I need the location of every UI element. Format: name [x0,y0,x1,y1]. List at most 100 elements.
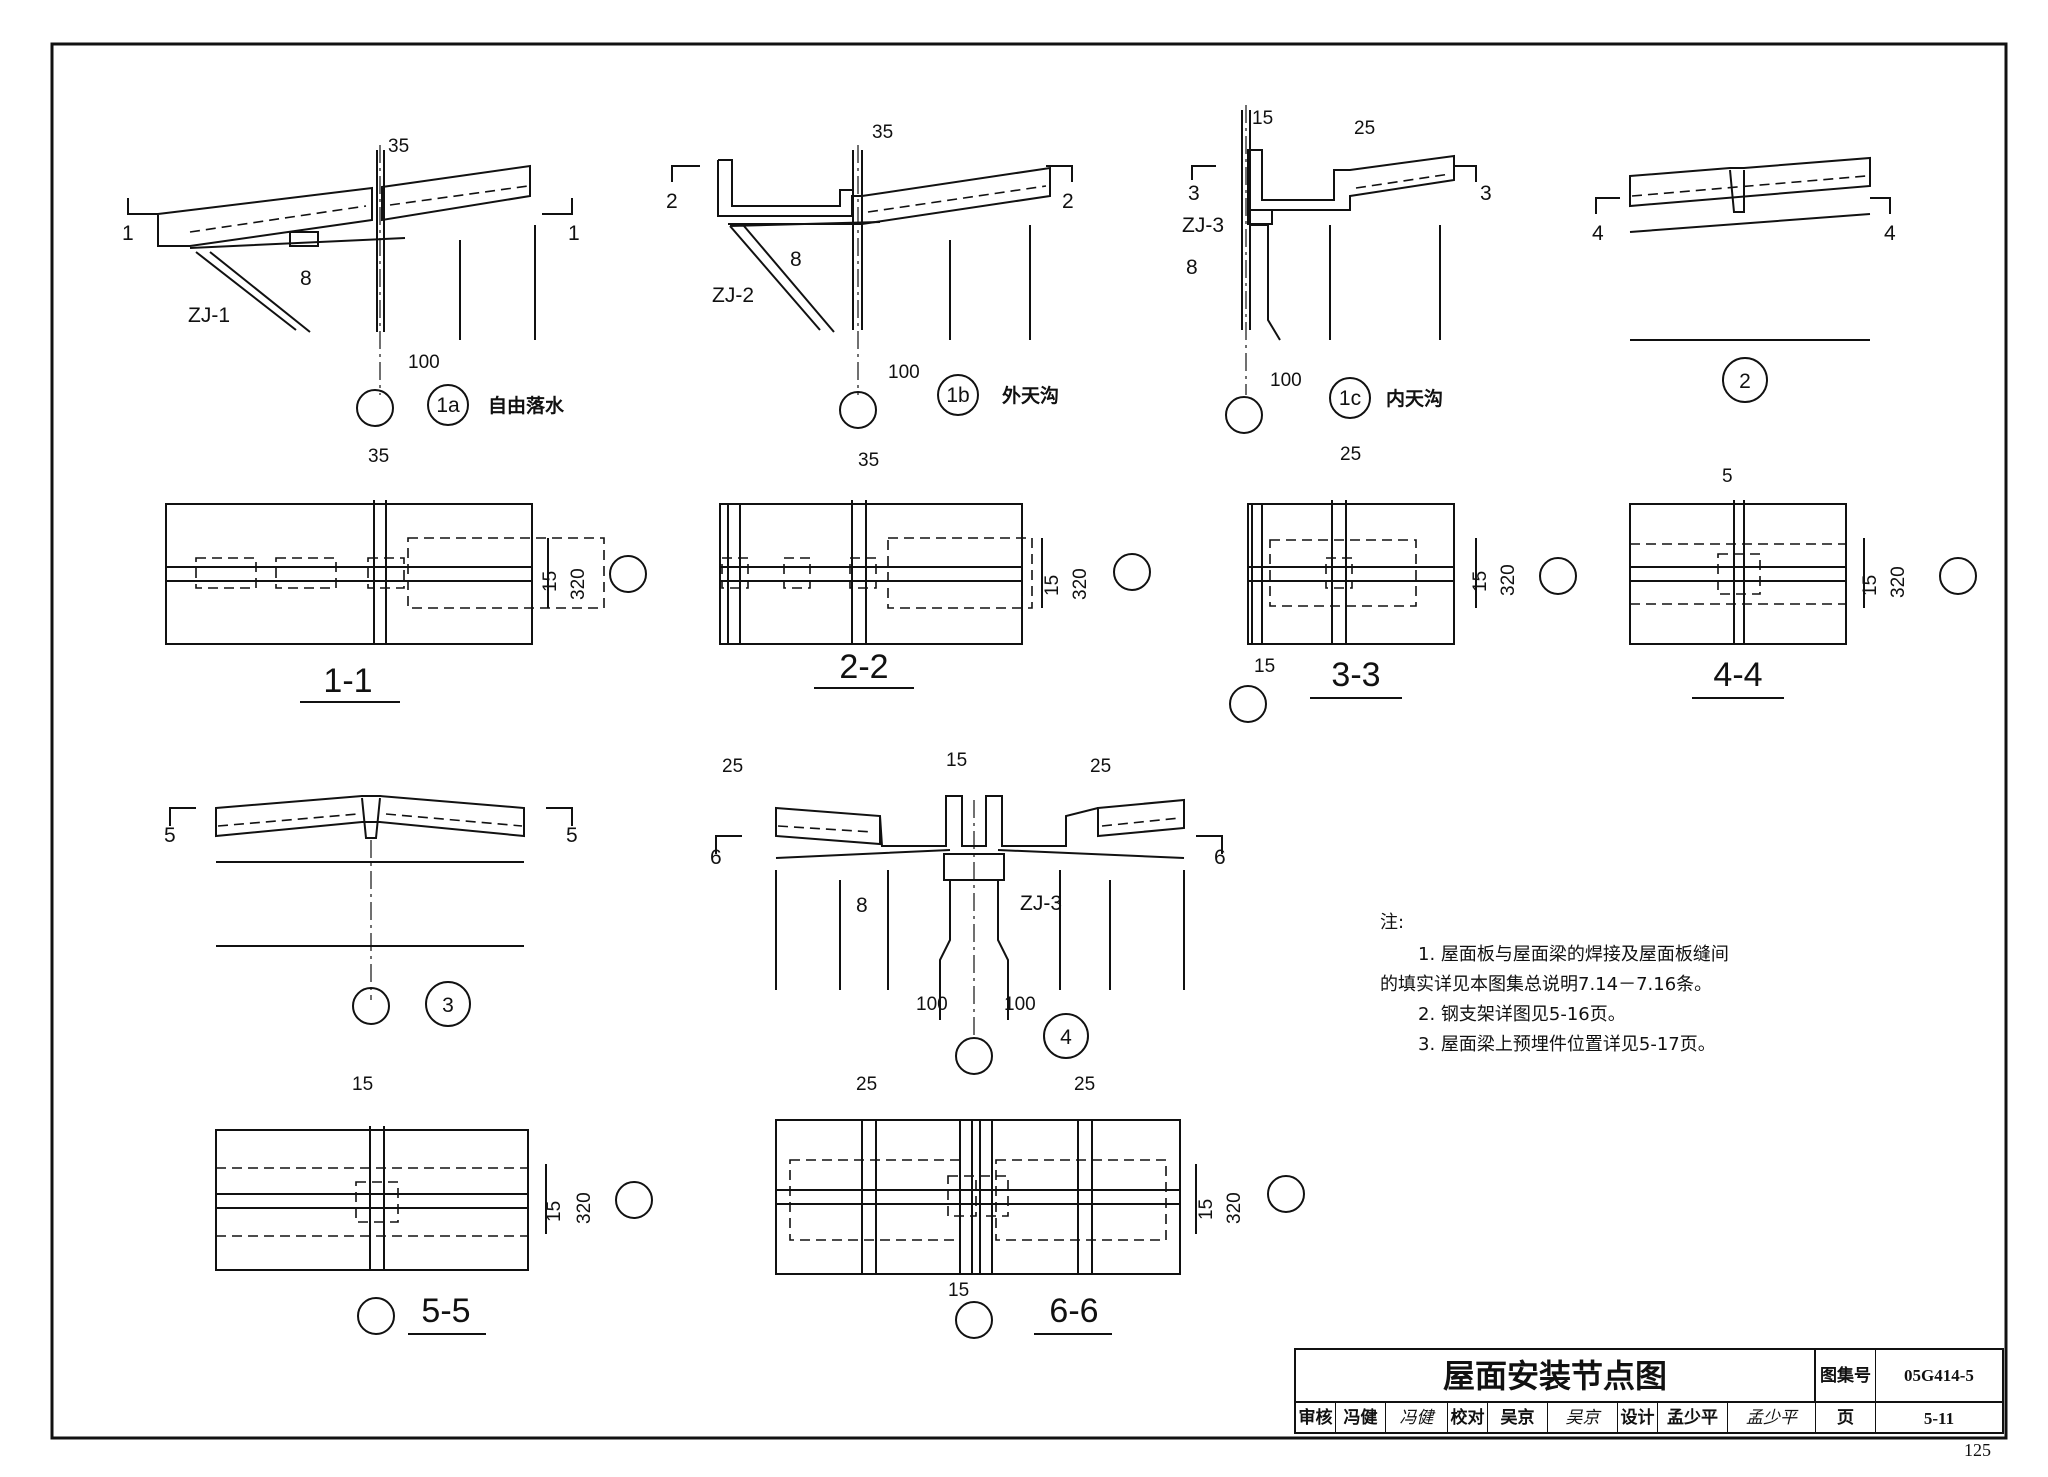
dim-25-s66b: 25 [1074,1074,1095,1095]
bubble-2: 2 [1739,370,1751,393]
cut-mark-4-left: 4 [1592,222,1604,245]
section-4-4-plan: 5 15 320 4-4 [1629,466,1977,699]
cut-mark-3-left: 3 [1188,182,1200,205]
dim-15-s22: 15 [1042,575,1063,596]
dim-100-1b: 100 [888,362,920,383]
section-2-2-plan: 35 15 320 2-2 [719,450,1151,689]
page-number-cell: 5-11 [1923,1409,1955,1428]
detail-1c-elevation: 15 25 100 ZJ-3 8 3 3 1c 内天沟 [1182,105,1492,434]
bubble-4: 4 [1060,1026,1072,1049]
dim-25-d4a: 25 [722,756,743,777]
dim-35: 35 [388,136,409,157]
dim-25-1c: 25 [1354,118,1375,139]
page-label: 页 [1816,1403,1876,1434]
section-title-2-2: 2-2 [839,648,888,686]
dim-35-s11: 35 [368,446,389,467]
detail-1a-elevation: 35 100 8 ZJ-1 1 1 1a 自由落水 [122,136,580,427]
dim-15-s55: 15 [352,1074,373,1095]
note-item-1a: 1. 屋面板与屋面梁的焊接及屋面板缝间 [1418,944,1729,965]
dim-320-s55: 320 [574,1192,595,1224]
dim-320-s22: 320 [1070,568,1091,600]
section-title-6-6: 6-6 [1049,1292,1098,1330]
designer-name: 孟少平 [1658,1403,1728,1434]
review-label: 审核 [1296,1403,1336,1434]
section-title-3-3: 3-3 [1331,656,1380,694]
dim-15-s66: 15 [948,1280,969,1301]
weld-8: 8 [300,267,312,290]
reviewer-name: 冯健 [1336,1403,1386,1434]
bubble-1a: 1a [436,394,460,417]
cut-mark-2-left: 2 [666,190,678,213]
section-title-5-5: 5-5 [421,1292,470,1330]
dim-100: 100 [408,352,440,373]
caption-1b: 外天沟 [1002,384,1059,407]
drawing-title: 屋面安装节点图 [1296,1350,1816,1403]
cut-mark-3-right: 3 [1480,182,1492,205]
dim-15-1c: 15 [1252,108,1273,129]
dim-35-1b: 35 [872,122,893,143]
atlas-label: 图集号 [1816,1350,1876,1403]
note-item-1b: 的填实详见本图集总说明7.14－7.16条。 [1380,974,1713,995]
cut-mark-6-left: 6 [710,846,722,869]
cut-mark-5-left: 5 [164,824,176,847]
dim-5-s44: 5 [1722,466,1733,487]
bracket-zj3-d4: ZJ-3 [1020,892,1062,915]
note-item-3: 3. 屋面梁上预埋件位置详见5-17页。 [1418,1034,1716,1055]
dim-320-s33: 320 [1498,564,1519,596]
reviewer-signature: 冯健 [1386,1403,1448,1434]
title-block: 屋面安装节点图 图集号 05G414-5 审核 冯健 冯健 校对 吴京 吴京 设… [1294,1348,2004,1434]
atlas-number: 05G414-5 [1876,1350,2002,1403]
detail-1b-elevation: 35 100 8 ZJ-2 2 2 1b 外天沟 [666,122,1074,429]
cut-mark-5-right: 5 [566,824,578,847]
designer-signature: 孟少平 [1728,1403,1816,1434]
bubble-1b: 1b [946,384,969,407]
dim-15-s66b: 15 [1196,1199,1217,1220]
bubble-1c: 1c [1339,387,1361,410]
weld-8-1c: 8 [1186,256,1198,279]
design-label: 设计 [1618,1403,1658,1434]
detail-2-elevation: 4 4 2 [1592,156,1896,403]
dim-100-d4b: 100 [1004,994,1036,1015]
section-5-5-plan: 15 15 320 5-5 [215,1074,653,1335]
bracket-zj1: ZJ-1 [188,304,230,327]
dim-100-1c: 100 [1270,370,1302,391]
dim-320-s66: 320 [1224,1192,1245,1224]
section-title-1-1: 1-1 [323,662,372,700]
notes-block: 注: 1. 屋面板与屋面梁的焊接及屋面板缝间 的填实详见本图集总说明7.14－7… [1380,908,1800,1060]
cut-mark-2-right: 2 [1062,190,1074,213]
section-1-1-plan: 35 15 320 1-1 [165,446,647,703]
notes-heading: 注: [1380,912,1405,933]
bubble-3: 3 [442,994,454,1017]
note-item-2: 2. 钢支架详图见5-16页。 [1418,1004,1626,1025]
check-label: 校对 [1448,1403,1488,1434]
weld-8-1b: 8 [790,248,802,271]
sheet-frame [50,42,2008,1440]
dim-100-d4a: 100 [916,994,948,1015]
dim-15-s33: 15 [1254,656,1275,677]
dim-15-s44: 15 [1860,575,1881,596]
dim-320-s44: 320 [1888,566,1909,598]
dim-320-s11: 320 [568,568,589,600]
sheet-number: 125 [1964,1440,1991,1460]
cut-mark-4-right: 4 [1884,222,1896,245]
section-6-6-plan: 25 25 15 15 320 6-6 [775,1074,1305,1339]
cut-mark-1-left: 1 [122,222,134,245]
weld-8-d4: 8 [856,894,868,917]
bracket-zj2: ZJ-2 [712,284,754,307]
checker-name: 吴京 [1488,1403,1548,1434]
cut-mark-1-right: 1 [568,222,580,245]
section-title-4-4: 4-4 [1713,656,1762,694]
caption-1a: 自由落水 [488,394,565,417]
detail-4-elevation: 25 25 15 100 100 8 ZJ-3 6 6 4 [710,750,1226,1075]
dim-25-s66a: 25 [856,1074,877,1095]
dim-25-s33: 25 [1340,444,1361,465]
section-3-3-plan: 25 15 15 320 3-3 [1229,444,1577,723]
dim-15-s33b: 15 [1470,571,1491,592]
dim-15-s11: 15 [540,571,561,592]
detail-3-elevation: 5 5 3 [164,795,578,1027]
bracket-zj3: ZJ-3 [1182,214,1224,237]
checker-signature: 吴京 [1548,1403,1618,1434]
cut-mark-6-right: 6 [1214,846,1226,869]
dim-25-d4b: 25 [1090,756,1111,777]
dim-35-s22: 35 [858,450,879,471]
